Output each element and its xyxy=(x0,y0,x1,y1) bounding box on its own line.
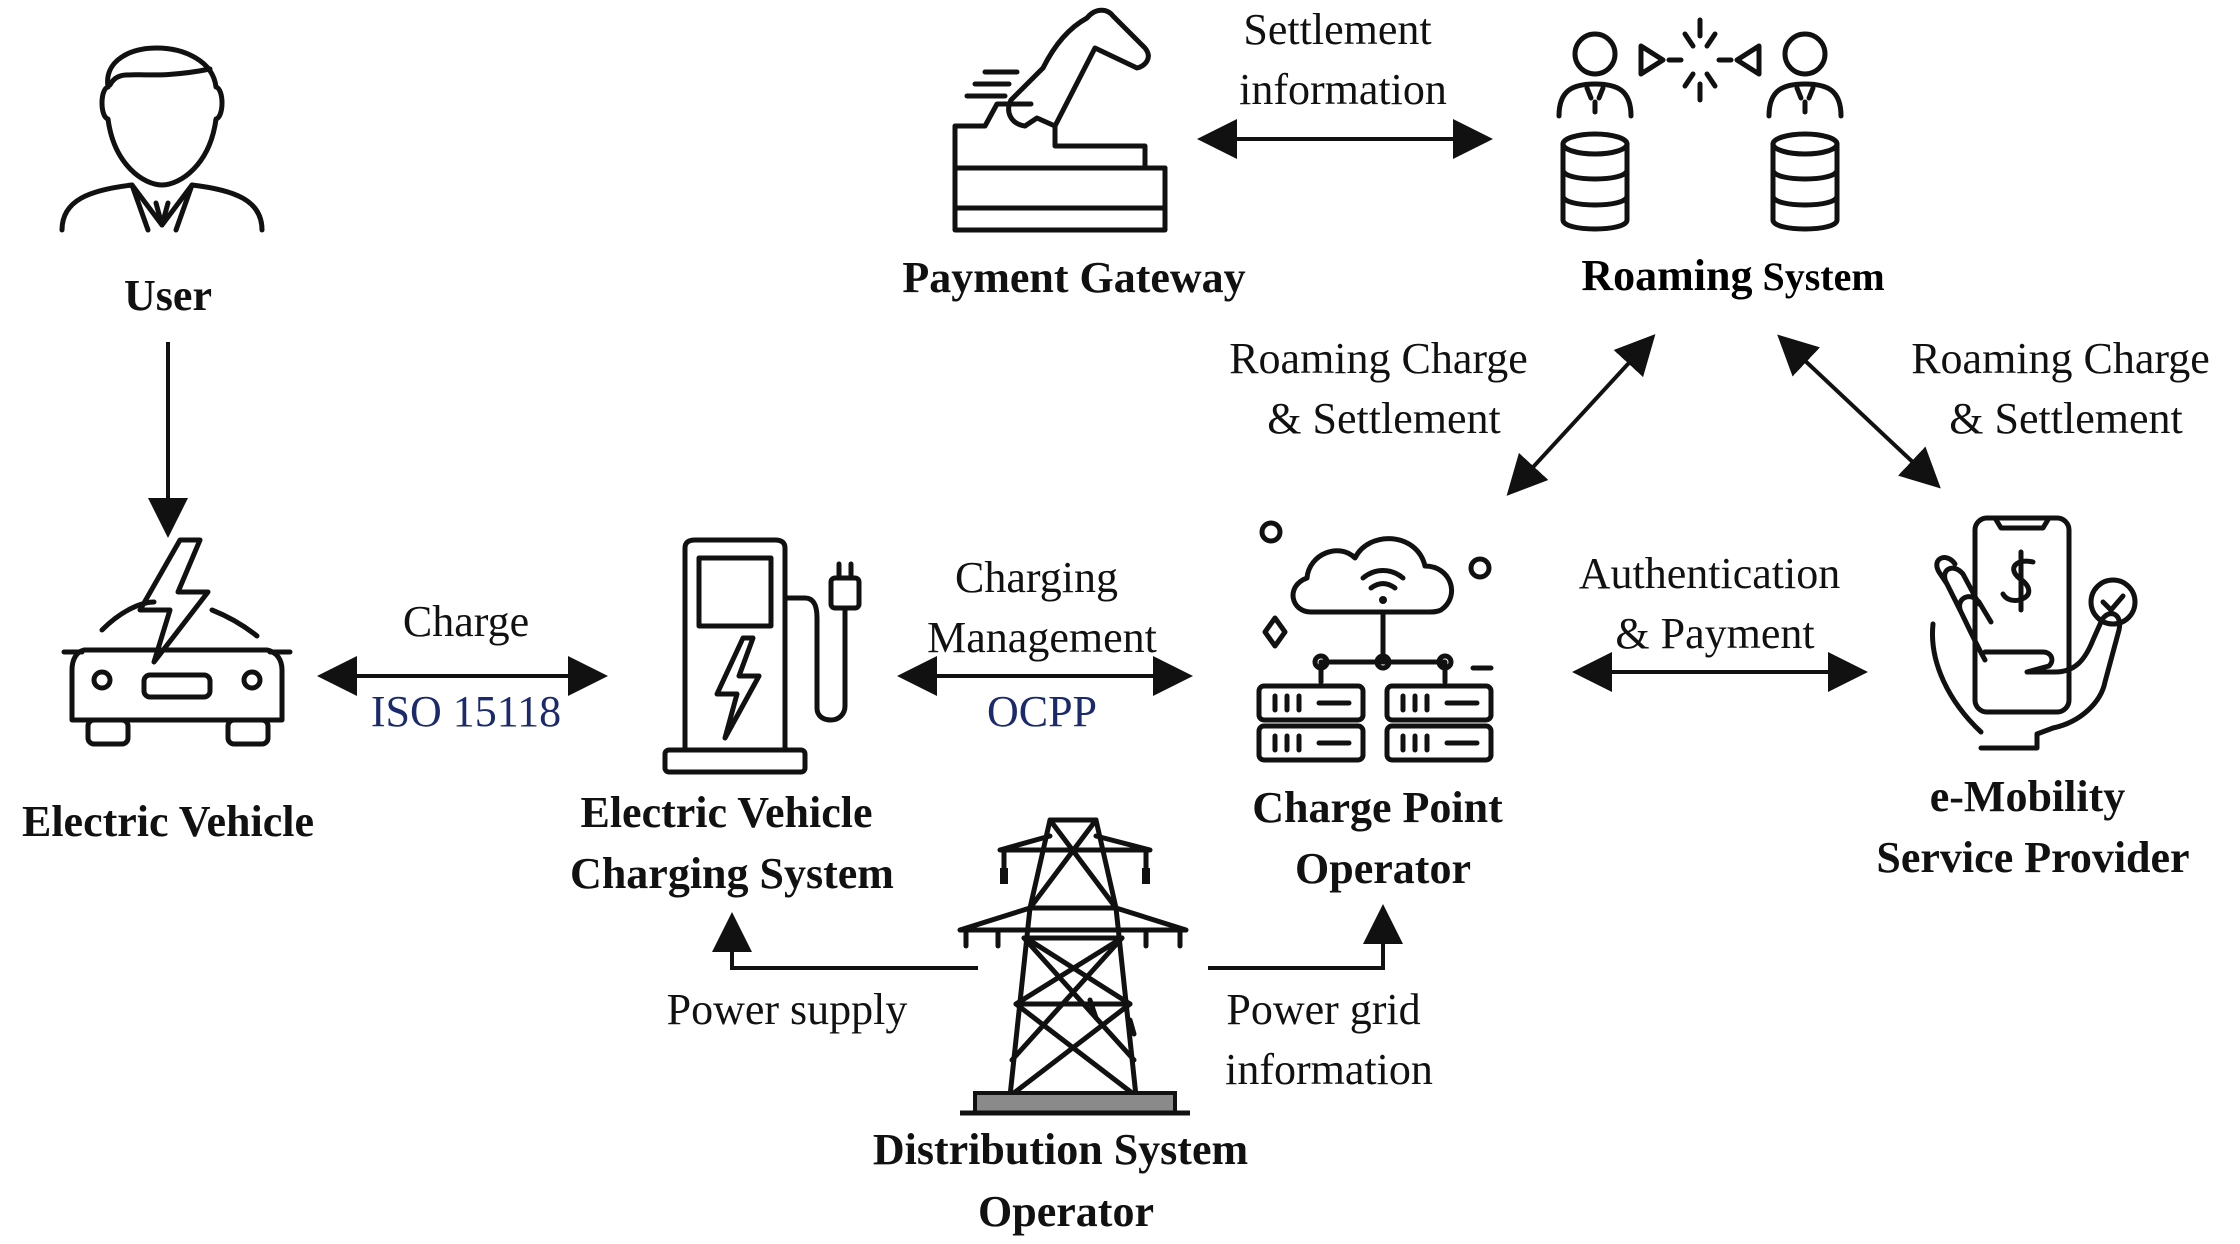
edge-cpo-emsp-line1: Authentication xyxy=(1579,549,1841,598)
edge-roaming-cpo-label: Roaming Charge & Settlement xyxy=(1229,334,1539,443)
power-tower-icon xyxy=(957,817,1189,1099)
cpo-label: Charge Point Operator xyxy=(1252,783,1514,893)
payment-gateway-label: Payment Gateway xyxy=(902,253,1245,302)
edge-cpo-emsp-label: Authentication & Payment xyxy=(1579,549,1852,658)
edge-roaming-cpo-line2: & Settlement xyxy=(1267,394,1500,443)
user-icon xyxy=(59,45,265,233)
edge-payment-roaming-line2: information xyxy=(1239,65,1447,114)
cash-register-icon xyxy=(952,7,1168,233)
edge-evcs-cpo-line2: Management xyxy=(927,613,1157,662)
edge-evcs-cpo-line1: Charging xyxy=(955,553,1118,602)
emsp-label-line1: e-Mobility xyxy=(1930,772,2126,821)
arrow-roaming-cpo xyxy=(1506,334,1656,496)
charging-station-icon xyxy=(662,537,862,775)
roaming-system-label: Roaming System xyxy=(1581,251,1884,300)
evcs-label-line2: Charging System xyxy=(570,849,894,898)
cpo-label-line2: Operator xyxy=(1295,844,1471,893)
edge-dso-cpo-line1: Power grid xyxy=(1226,985,1420,1034)
edge-roaming-emsp-line2: & Settlement xyxy=(1949,394,2182,443)
cloud-server-icon xyxy=(1256,520,1494,763)
power-tower-base xyxy=(973,1091,1177,1115)
emsp-label-line2: Service Provider xyxy=(1876,833,2189,882)
edge-evcs-cpo-protocol: OCPP xyxy=(987,687,1097,736)
roaming-system-label-rest: System xyxy=(1752,254,1884,299)
dso-label-line1: Distribution System xyxy=(873,1125,1248,1174)
arrow-roaming-emsp xyxy=(1777,334,1941,489)
edge-ev-evcs-label: Charge xyxy=(403,597,529,646)
arrow-dso-to-cpo xyxy=(1208,904,1403,970)
edge-evcs-cpo-label: Charging Management xyxy=(927,553,1157,662)
edge-roaming-cpo-line1: Roaming Charge xyxy=(1229,334,1528,383)
cpo-label-line1: Charge Point xyxy=(1252,783,1503,832)
roaming-system-label-bold: Roaming xyxy=(1581,251,1752,300)
edge-roaming-emsp-label: Roaming Charge & Settlement xyxy=(1911,334,2221,443)
edge-dso-cpo-label: Power grid information xyxy=(1225,985,1433,1094)
arrow-dso-to-evcs xyxy=(712,912,978,970)
hand-phone-payment-icon xyxy=(1929,515,2138,751)
edge-dso-evcs-label: Power supply xyxy=(667,985,908,1034)
edge-dso-cpo-line2: information xyxy=(1225,1045,1433,1094)
car-lightning-icon xyxy=(61,537,293,747)
edge-cpo-emsp-line2: & Payment xyxy=(1615,609,1814,658)
dso-label-line2: Operator xyxy=(978,1187,1154,1236)
electric-vehicle-label: Electric Vehicle xyxy=(22,797,314,846)
edge-payment-roaming-line1: Settlement xyxy=(1243,5,1431,54)
evcs-label: Electric Vehicle Charging System xyxy=(570,788,894,898)
edge-ev-evcs-protocol: ISO 15118 xyxy=(371,687,561,736)
dso-label: Distribution System Operator xyxy=(873,1125,1259,1236)
evcs-label-line1: Electric Vehicle xyxy=(580,788,872,837)
edge-roaming-emsp-line1: Roaming Charge xyxy=(1911,334,2210,383)
roaming-people-database-icon xyxy=(1556,17,1844,232)
user-label: User xyxy=(124,271,212,320)
emsp-label: e-Mobility Service Provider xyxy=(1876,772,2189,882)
edge-payment-roaming-label: Settlement information xyxy=(1239,5,1447,114)
